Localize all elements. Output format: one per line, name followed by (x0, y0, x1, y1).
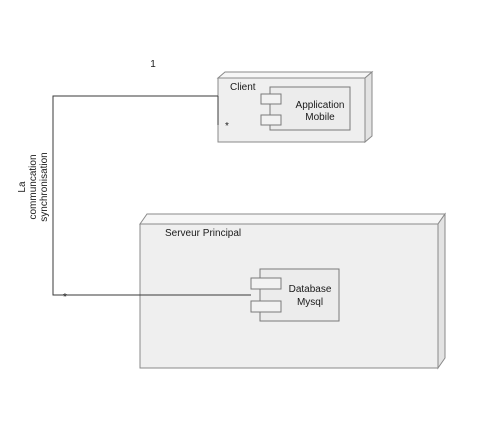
application-mobile-component-tab-bottom (260, 114, 282, 126)
database-mysql-component-tab-bottom (250, 300, 282, 313)
application-mobile-component-tab-top (260, 93, 282, 105)
database-mysql-component-body (259, 268, 340, 322)
client-node-side (364, 70, 373, 144)
application-mobile-component[interactable]: Application Mobile (260, 86, 351, 131)
association-name-line2: communcation (28, 154, 39, 219)
association-name-line1: La (17, 181, 28, 193)
server-node[interactable]: Serveur Principal Database Mysql (139, 212, 446, 370)
application-mobile-component-body (269, 86, 351, 131)
client-node[interactable]: Client Application Mobile (216, 70, 374, 144)
client-node-top (216, 71, 374, 79)
association-name: La communcation synchronisation (17, 152, 50, 221)
multiplicity-client: * (225, 121, 229, 132)
application-mobile-label-line1: Application (296, 100, 345, 111)
association-name-line3: synchronisation (39, 152, 50, 221)
server-node-top (139, 213, 446, 225)
server-node-side (437, 212, 446, 370)
multiplicity-server: * (63, 292, 67, 303)
multiplicity-top: 1 (150, 59, 156, 70)
database-mysql-component[interactable]: Database Mysql (250, 268, 340, 322)
server-node-label: Serveur Principal (165, 228, 241, 239)
application-mobile-label-line2: Mobile (305, 112, 335, 123)
database-mysql-label-line2: Mysql (297, 297, 323, 308)
database-mysql-component-tab-top (250, 277, 282, 290)
association-connector[interactable] (52, 95, 251, 296)
database-mysql-label-line1: Database (289, 284, 332, 295)
client-node-label: Client (230, 82, 256, 93)
